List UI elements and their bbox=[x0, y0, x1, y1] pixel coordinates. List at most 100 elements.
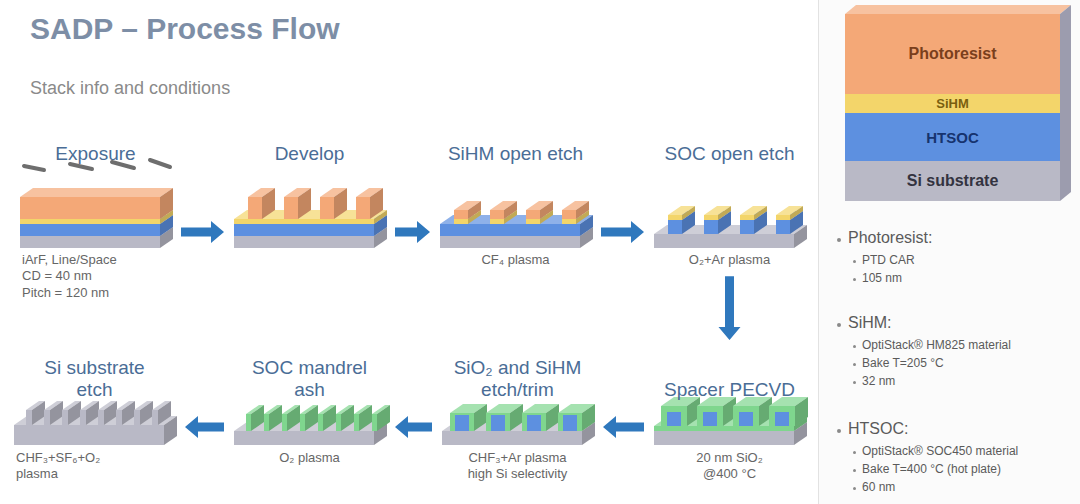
patterned-line bbox=[284, 188, 311, 219]
patterned-line bbox=[490, 201, 517, 219]
bullet-dot bbox=[853, 487, 856, 490]
patterned-line bbox=[282, 405, 300, 431]
illustration-gap bbox=[438, 164, 593, 252]
mandrel-core bbox=[667, 412, 681, 426]
step-heading-box: Develop bbox=[232, 132, 387, 164]
patterned-line bbox=[80, 401, 99, 425]
patterned-line bbox=[740, 206, 767, 220]
step-heading: SiO₂ and SiHM etch/trim bbox=[442, 357, 594, 400]
patterned-line bbox=[526, 201, 553, 219]
condition-text: plasma bbox=[16, 466, 177, 482]
mandrel-core bbox=[527, 415, 541, 431]
step-heading-box: Spacer PECVD bbox=[652, 348, 807, 400]
illustration-gap bbox=[232, 164, 387, 252]
condition-text: Pitch = 120 nm bbox=[22, 285, 173, 301]
layer-name: HTSOC bbox=[926, 129, 979, 146]
bullet-dot bbox=[837, 238, 841, 242]
process-step: Si substrate etchCHF₃+SF₆+O₂plasma bbox=[12, 348, 177, 483]
flow-arrow bbox=[185, 416, 224, 438]
step-conditions: O₂+Ar plasma bbox=[652, 252, 807, 268]
stack-note: OptiStack® SOC450 material bbox=[862, 444, 1018, 458]
condition-text: @400 °C bbox=[652, 466, 807, 482]
step-heading: SOC open etch bbox=[665, 143, 795, 164]
stack-note: SiHM: bbox=[848, 314, 892, 332]
stack-note: 105 nm bbox=[862, 271, 902, 285]
stack-layer: HTSOC bbox=[845, 113, 1060, 161]
patterned-line bbox=[44, 401, 63, 425]
step-heading: Exposure bbox=[55, 143, 135, 164]
patterned-line bbox=[318, 405, 336, 431]
bullet-dot bbox=[853, 278, 856, 281]
step-heading-box: SiHM open etch bbox=[438, 132, 593, 164]
illustration-gap bbox=[652, 164, 807, 252]
bullet-dot bbox=[837, 323, 841, 327]
illustration-gap bbox=[232, 400, 387, 450]
bullet-dot bbox=[837, 429, 841, 433]
patterned-line bbox=[668, 206, 695, 220]
condition-text: high Si selectivity bbox=[440, 466, 595, 482]
patterned-line bbox=[320, 188, 347, 219]
exposure-ray bbox=[70, 164, 92, 169]
condition-text: 20 nm SiO₂ bbox=[652, 450, 807, 466]
illustration-gap bbox=[12, 400, 177, 450]
mandrel-core bbox=[775, 412, 789, 426]
step-heading: Spacer PECVD bbox=[664, 379, 795, 400]
patterned-line bbox=[486, 404, 523, 431]
stack-layer: Si substrate bbox=[845, 161, 1060, 201]
layer-name: Photoresist bbox=[908, 45, 996, 63]
condition-text: CF₄ plasma bbox=[438, 252, 593, 268]
step-conditions: CF₄ plasma bbox=[438, 252, 593, 268]
patterned-line bbox=[248, 188, 275, 219]
stack-side-face bbox=[1060, 5, 1071, 201]
process-step: SOC open etchO₂+Ar plasma bbox=[652, 132, 807, 268]
patterned-line bbox=[454, 201, 481, 219]
stack-note: Photoresist: bbox=[848, 229, 932, 247]
stack-note: OptiStack® HM825 material bbox=[862, 338, 1011, 352]
illustration-gap bbox=[652, 400, 807, 450]
step-conditions: iArF, Line/SpaceCD = 40 nmPitch = 120 nm bbox=[18, 252, 173, 301]
process-step: SiO₂ and SiHM etch/trimCHF₃+Ar plasmahig… bbox=[440, 348, 595, 483]
step-heading-box: SOC mandrel ash bbox=[232, 348, 387, 400]
patterned-line bbox=[98, 401, 117, 425]
patterned-line bbox=[62, 401, 81, 425]
stack-layer: SiHM bbox=[845, 94, 1060, 113]
process-step: Spacer PECVD 20 nm SiO₂@400 °C bbox=[652, 348, 807, 483]
stack-note: 60 nm bbox=[862, 480, 895, 494]
patterned-line bbox=[134, 401, 153, 425]
flow-arrow bbox=[603, 416, 644, 438]
patterned-line bbox=[704, 206, 731, 220]
step-heading-box: Si substrate etch bbox=[12, 348, 177, 400]
patterned-line bbox=[697, 397, 736, 426]
layer-name: SiHM bbox=[936, 96, 969, 111]
process-step: SiHM open etchCF₄ plasma bbox=[438, 132, 593, 268]
step-heading-box: SiO₂ and SiHM etch/trim bbox=[440, 348, 595, 400]
bullet-dot bbox=[853, 363, 856, 366]
mandrel-core bbox=[739, 412, 753, 426]
mandrel-core bbox=[455, 415, 469, 431]
patterned-line bbox=[264, 405, 282, 431]
bullet-dot bbox=[853, 345, 856, 348]
stack-note: Bake T=205 °C bbox=[862, 356, 944, 370]
condition-text: O₂+Ar plasma bbox=[652, 252, 807, 268]
step-conditions: 20 nm SiO₂@400 °C bbox=[652, 450, 807, 483]
patterned-line bbox=[522, 404, 559, 431]
mandrel-core bbox=[563, 415, 577, 431]
patterned-line bbox=[733, 397, 772, 426]
bullet-dot bbox=[853, 469, 856, 472]
flow-arrow bbox=[395, 221, 430, 243]
exposure-ray bbox=[24, 166, 44, 170]
stack-note: Bake T=400 °C (hot plate) bbox=[862, 462, 1001, 476]
stack-note: PTD CAR bbox=[862, 253, 915, 267]
patterned-line bbox=[336, 405, 354, 431]
condition-text: CHF₃+SF₆+O₂ bbox=[16, 450, 177, 466]
stack-top-face bbox=[845, 5, 1071, 14]
stack-layer-slab bbox=[20, 188, 173, 219]
flow-arrow bbox=[601, 221, 644, 243]
flow-arrow bbox=[395, 416, 432, 438]
patterned-line bbox=[776, 206, 803, 220]
mandrel-core bbox=[491, 415, 505, 431]
stack-layer: Photoresist bbox=[845, 14, 1060, 94]
patterned-line bbox=[661, 397, 700, 426]
illustration-gap bbox=[440, 400, 595, 450]
patterned-line bbox=[562, 201, 589, 219]
